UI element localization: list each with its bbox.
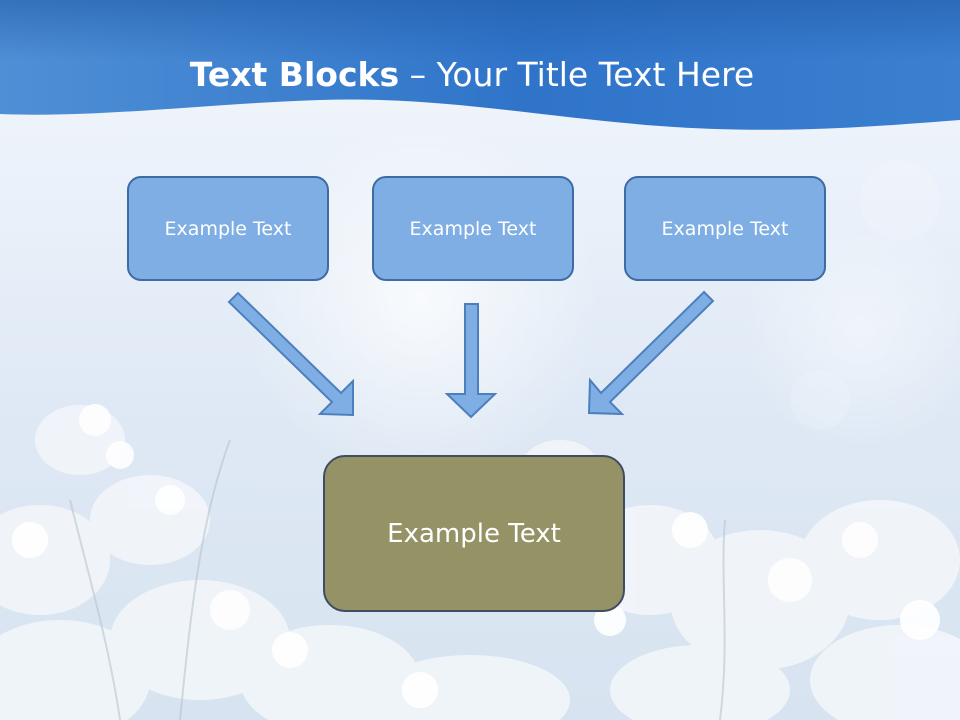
text-block-2: Example Text <box>372 176 574 281</box>
text-block-2-label: Example Text <box>409 217 537 240</box>
text-block-3-label: Example Text <box>661 217 789 240</box>
title-bold: Text Blocks <box>189 55 400 94</box>
title-rest: Your Title Text Here <box>436 55 755 94</box>
result-block-label: Example Text <box>387 518 561 549</box>
text-block-1: Example Text <box>127 176 329 281</box>
slide-title: Text Blocks – Your Title Text Here <box>0 52 944 98</box>
title-dash: – <box>399 55 437 94</box>
text-block-3: Example Text <box>624 176 826 281</box>
arrow-center-down <box>444 303 498 419</box>
arrow-left-diagonal <box>227 291 354 417</box>
result-block: Example Text <box>323 455 625 612</box>
text-block-1-label: Example Text <box>164 217 292 240</box>
arrow-right-diagonal <box>587 290 715 416</box>
